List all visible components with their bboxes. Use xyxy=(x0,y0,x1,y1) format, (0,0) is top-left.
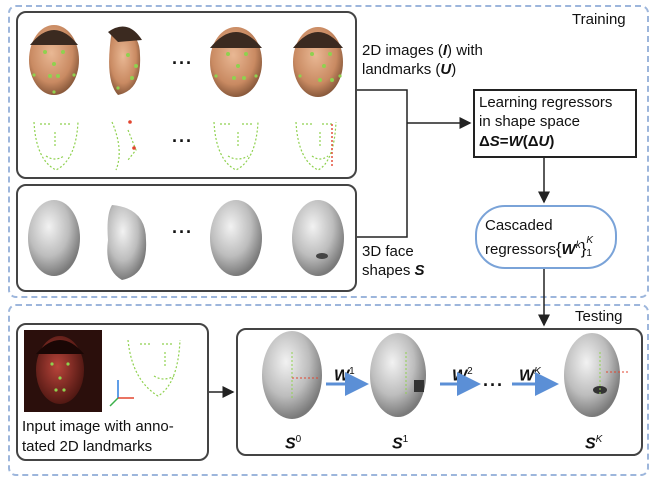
input-photo xyxy=(24,330,102,412)
training-face-1 xyxy=(29,25,79,95)
landmarks-label: landmarks (U) xyxy=(362,60,456,79)
training-section xyxy=(8,5,649,298)
training-landmarks-1 xyxy=(33,121,79,171)
result-face-s0 xyxy=(262,331,322,419)
wK-sup: K xyxy=(534,366,541,377)
shapes-label-2: shapes S xyxy=(362,261,425,280)
ellipsis-testing: ··· xyxy=(483,375,504,395)
result-face-sK xyxy=(564,333,628,417)
cascade-line-2: regressors{Wk}K 1 xyxy=(485,235,594,259)
training-landmarks-2-red xyxy=(128,120,136,150)
learning-line-2: in shape space xyxy=(479,113,580,130)
training-face-3 xyxy=(210,27,262,97)
wK-label: WK xyxy=(519,362,541,385)
training-connector xyxy=(357,89,472,238)
wK-W: W xyxy=(519,367,535,385)
learning-formula: ΔS=W(ΔU) xyxy=(479,132,554,151)
landmarks-label-part1: landmarks ( xyxy=(362,61,441,78)
formula-paren: (Δ xyxy=(522,133,539,150)
cascade-W: W xyxy=(561,241,576,258)
cascade-K: K xyxy=(586,235,594,246)
formula-close: ) xyxy=(549,133,555,150)
training-landmarks-4 xyxy=(295,121,337,171)
shape-face-2 xyxy=(107,205,147,280)
formula-U: U xyxy=(538,133,550,150)
landmarks-label-U: U xyxy=(440,61,452,78)
training-face-2 xyxy=(108,26,142,95)
s0-S: S xyxy=(285,435,296,453)
s0-label: S0 xyxy=(285,430,301,453)
images-label: 2D images (I) with xyxy=(362,41,483,60)
images-label-part1: 2D images ( xyxy=(362,42,443,59)
images-label-I: I xyxy=(442,42,448,59)
cascade-regressors-word: regressors xyxy=(485,241,556,258)
cascade-line-1: Cascaded xyxy=(485,217,553,234)
shape-face-3 xyxy=(210,200,262,276)
testing-section xyxy=(8,304,649,476)
testing-title: Testing xyxy=(575,308,623,325)
ellipsis-landmarks: ··· xyxy=(172,131,193,151)
formula-delta-1: Δ xyxy=(479,133,490,150)
shape-face-4 xyxy=(292,200,344,276)
axes-icon xyxy=(109,380,134,407)
sK-sup: K xyxy=(595,434,603,445)
input-landmarks xyxy=(127,339,181,397)
formula-W: W xyxy=(508,133,523,150)
s0-sup: 0 xyxy=(295,434,302,445)
sK-S: S xyxy=(585,435,596,453)
training-landmarks-3 xyxy=(213,121,259,171)
formula-eq: = xyxy=(499,133,509,150)
w1-sup: 1 xyxy=(349,366,355,377)
ellipsis-shapes: ··· xyxy=(172,222,193,242)
s1-label: S1 xyxy=(392,430,408,453)
w2-sup: 2 xyxy=(467,366,473,377)
result-face-s1 xyxy=(370,333,426,417)
cascade-brace-close: } xyxy=(580,239,587,258)
learning-line-1: Learning regressors xyxy=(479,94,613,111)
cascade-k: k xyxy=(575,240,581,251)
sK-label: SK xyxy=(585,430,602,453)
cascade-brace-open: { xyxy=(555,239,562,258)
input-line-1: Input image with anno- xyxy=(22,418,174,435)
training-title: Training xyxy=(572,11,626,28)
cascaded-regressors-box xyxy=(475,205,617,269)
images-label-part2: ) with xyxy=(447,42,483,59)
training-face-4 xyxy=(293,27,343,97)
input-line-2: tated 2D landmarks xyxy=(22,438,153,455)
s1-sup: 1 xyxy=(402,434,409,445)
formula-S: S xyxy=(489,133,500,150)
shape-face-1 xyxy=(28,200,80,276)
s1-S: S xyxy=(392,435,403,453)
shapes-label-word: shapes xyxy=(362,262,415,279)
ellipsis-images: ··· xyxy=(172,53,193,73)
learning-regressors-box xyxy=(473,89,637,158)
shapes-label-S: S xyxy=(414,262,425,279)
landmarks-label-part2: ) xyxy=(451,61,457,78)
shapes-label-1: 3D face xyxy=(362,243,414,260)
cascade-1: 1 xyxy=(586,248,592,259)
training-landmarks-2 xyxy=(111,121,137,171)
